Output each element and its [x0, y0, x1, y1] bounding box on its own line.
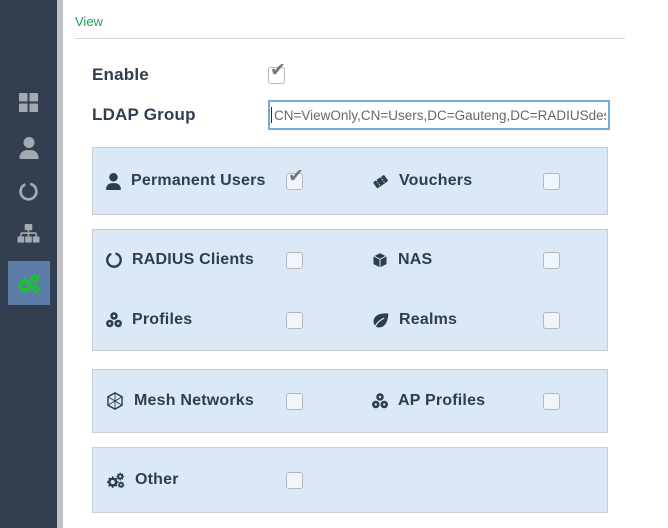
leaf-icon	[371, 311, 390, 330]
mesh-icon	[105, 391, 125, 411]
sitemap-icon[interactable]	[17, 224, 40, 245]
ldap-group-input[interactable]	[268, 100, 610, 130]
permission-label: NAS	[398, 251, 433, 268]
other-checkbox[interactable]	[286, 471, 303, 489]
vouchers-checkbox[interactable]	[543, 172, 560, 190]
cogs-icon	[105, 471, 126, 490]
permission-item: Realms	[371, 311, 543, 330]
permission-panel-other: Other	[92, 447, 608, 513]
permission-label: Mesh Networks	[134, 392, 254, 409]
permission-panel-mesh: Mesh Networks AP Profiles	[92, 369, 608, 433]
title-divider	[75, 38, 625, 39]
permission-item: Mesh Networks	[105, 391, 286, 411]
permanent-users-checkbox[interactable]	[286, 165, 304, 190]
sidebar-scrollbar-track[interactable]	[57, 0, 63, 528]
permission-panel-radius: RADIUS Clients NAS	[92, 229, 608, 351]
permission-item: AP Profiles	[371, 392, 543, 410]
user-icon	[105, 172, 122, 190]
profiles-icon	[105, 311, 123, 329]
permission-item: Profiles	[105, 311, 286, 329]
ldap-group-label: LDAP Group	[92, 105, 196, 124]
view-permissions-pane: View Enable LDAP Group Permanent Users	[63, 0, 668, 528]
realms-checkbox[interactable]	[543, 311, 560, 329]
sidebar-nav	[0, 0, 57, 528]
permission-item: RADIUS Clients	[105, 251, 286, 269]
permission-label: AP Profiles	[398, 392, 486, 409]
cube-icon	[371, 251, 389, 269]
grid-icon[interactable]	[18, 92, 39, 113]
permission-label: RADIUS Clients	[132, 251, 254, 268]
voucher-icon	[371, 172, 390, 191]
permission-item: Other	[105, 471, 286, 490]
mesh-networks-checkbox[interactable]	[286, 392, 303, 410]
user-icon[interactable]	[18, 137, 40, 159]
permission-label: Realms	[399, 311, 458, 328]
permission-item: NAS	[371, 251, 543, 269]
radius-clients-checkbox[interactable]	[286, 251, 303, 269]
ap-profiles-checkbox[interactable]	[543, 392, 560, 410]
text-caret	[271, 107, 272, 123]
nas-checkbox[interactable]	[543, 251, 560, 269]
permission-panel-users: Permanent Users Vouchers	[92, 147, 608, 215]
permission-label: Vouchers	[399, 172, 473, 189]
enable-checkbox[interactable]	[268, 59, 286, 84]
profiles-checkbox[interactable]	[286, 311, 303, 329]
permission-label: Profiles	[132, 311, 193, 328]
cogs-icon	[15, 271, 42, 296]
sidebar-item-settings-selected[interactable]	[7, 261, 50, 305]
enable-label: Enable	[92, 65, 149, 84]
permission-label: Permanent Users	[131, 172, 266, 189]
permission-label: Other	[135, 471, 179, 488]
ring-icon	[105, 251, 123, 269]
profiles-icon	[371, 392, 389, 410]
tab-view-title: View	[75, 14, 103, 29]
ring-icon[interactable]	[18, 181, 39, 202]
permission-item: Permanent Users	[105, 172, 286, 190]
permission-item: Vouchers	[371, 172, 543, 191]
